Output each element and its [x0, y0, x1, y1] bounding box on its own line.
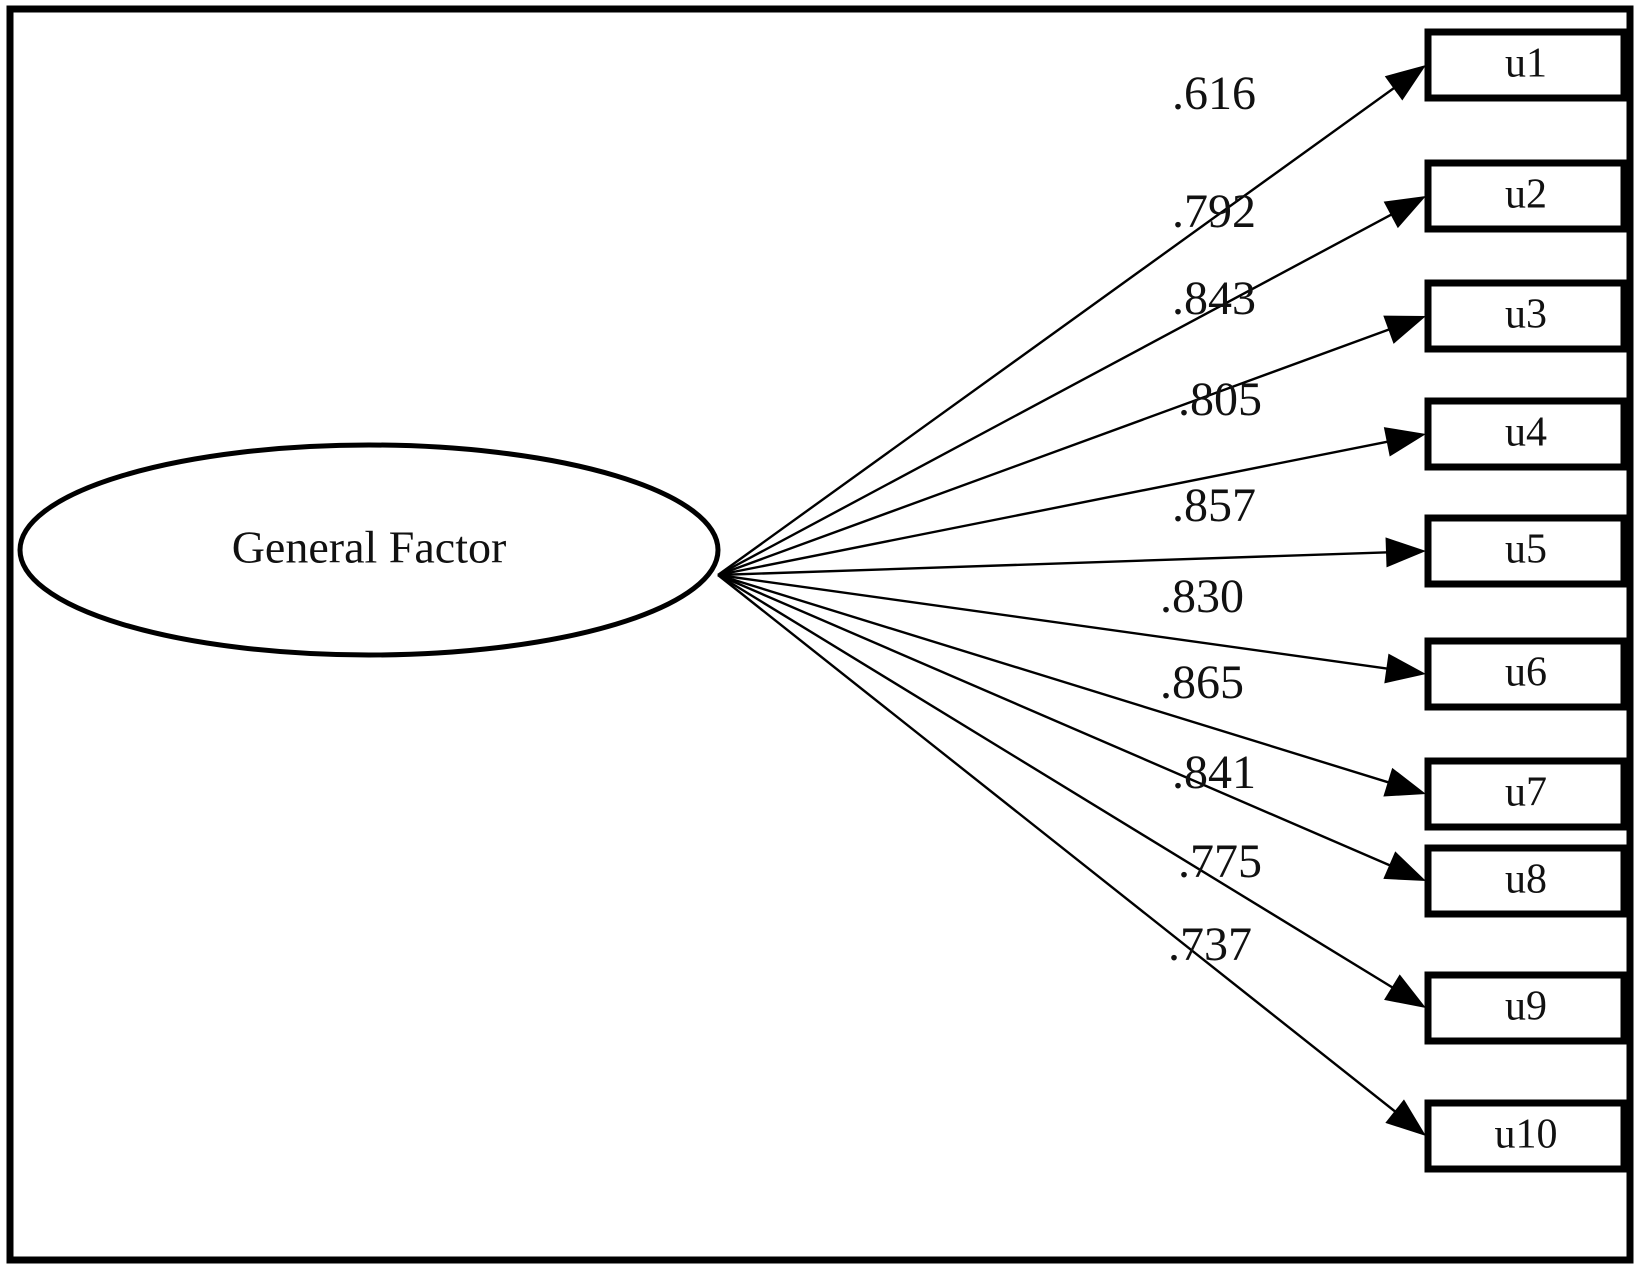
arrow-head-u5 — [1385, 537, 1426, 568]
indicator-label-u7: u7 — [1505, 770, 1547, 816]
loading-value-u10: .737 — [1168, 918, 1252, 971]
indicator-label-u9: u9 — [1505, 984, 1547, 1030]
indicator-label-u8: u8 — [1505, 857, 1547, 903]
indicator-node-u9[interactable]: u9 — [1424, 971, 1628, 1045]
diagram-frame — [6, 5, 1634, 1264]
arrow-head-u1 — [1384, 65, 1426, 101]
loading-labels-layer: .616 .792 .843 .805 .857 .830 .865 .841 .775 .737 — [1160, 67, 1262, 971]
loading-value-u8: .841 — [1172, 746, 1256, 799]
indicator-boxes-layer: u1 u2 u3 u4 u5 u6 u7 u8 u9 u10 — [1424, 28, 1628, 1173]
loading-path-u1[interactable] — [717, 83, 1400, 576]
loading-path-u4[interactable] — [717, 439, 1393, 577]
loading-value-u9: .775 — [1178, 835, 1262, 888]
indicator-node-u1[interactable]: u1 — [1424, 28, 1628, 102]
arrow-head-u2 — [1383, 196, 1426, 229]
indicator-label-u1: u1 — [1505, 41, 1547, 87]
indicator-node-u2[interactable]: u2 — [1424, 159, 1628, 233]
arrow-head-u9 — [1384, 974, 1426, 1008]
loading-path-u10[interactable] — [717, 574, 1401, 1116]
arrow-head-u7 — [1383, 767, 1426, 797]
latent-factor-node[interactable]: General Factor — [17, 442, 721, 658]
loading-value-u1: .616 — [1172, 67, 1256, 120]
loading-path-u8[interactable] — [717, 573, 1396, 869]
indicator-box-u9[interactable] — [1424, 971, 1628, 1045]
indicator-box-u5[interactable] — [1424, 514, 1628, 588]
loading-value-u2: .792 — [1172, 185, 1256, 238]
loading-path-u2[interactable] — [717, 210, 1397, 577]
loading-path-u5[interactable] — [717, 550, 1393, 577]
indicator-node-u7[interactable]: u7 — [1424, 757, 1628, 831]
indicator-label-u2: u2 — [1505, 172, 1547, 218]
indicator-node-u3[interactable]: u3 — [1424, 279, 1628, 353]
indicator-box-u1[interactable] — [1424, 28, 1628, 102]
loading-path-u3[interactable] — [717, 326, 1395, 577]
indicator-label-u4: u4 — [1505, 410, 1547, 456]
loading-value-u7: .865 — [1160, 656, 1244, 709]
indicator-node-u8[interactable]: u8 — [1424, 844, 1628, 918]
indicator-box-u6[interactable] — [1424, 637, 1628, 711]
indicator-node-u5[interactable]: u5 — [1424, 514, 1628, 588]
indicator-box-u3[interactable] — [1424, 279, 1628, 353]
loading-value-u5: .857 — [1172, 479, 1256, 532]
loading-path-u6[interactable] — [717, 573, 1393, 671]
arrow-head-u10 — [1385, 1099, 1426, 1136]
indicator-box-u10[interactable] — [1424, 1099, 1628, 1173]
indicator-node-u10[interactable]: u10 — [1424, 1099, 1628, 1173]
indicator-node-u4[interactable]: u4 — [1424, 397, 1628, 471]
indicator-box-u8[interactable] — [1424, 844, 1628, 918]
loading-path-u7[interactable] — [717, 573, 1394, 786]
loading-value-u4: .805 — [1178, 373, 1262, 426]
indicator-box-u7[interactable] — [1424, 757, 1628, 831]
indicator-box-u4[interactable] — [1424, 397, 1628, 471]
loading-path-u9[interactable] — [717, 573, 1398, 992]
indicator-label-u10: u10 — [1495, 1112, 1558, 1158]
general-factor-label: General Factor — [232, 522, 507, 573]
loading-value-u6: .830 — [1160, 570, 1244, 623]
arrow-head-u8 — [1383, 851, 1426, 881]
indicator-label-u6: u6 — [1505, 650, 1547, 696]
arrow-head-u6 — [1384, 653, 1426, 684]
loading-value-u3: .843 — [1172, 272, 1256, 325]
indicator-label-u3: u3 — [1505, 292, 1547, 338]
indicator-label-u5: u5 — [1505, 527, 1547, 573]
arrow-head-u3 — [1383, 315, 1426, 344]
indicator-node-u6[interactable]: u6 — [1424, 637, 1628, 711]
general-factor-ellipse[interactable] — [17, 442, 721, 658]
indicator-box-u2[interactable] — [1424, 159, 1628, 233]
arrow-head-u4 — [1383, 427, 1426, 457]
path-edges-layer — [717, 65, 1426, 1136]
